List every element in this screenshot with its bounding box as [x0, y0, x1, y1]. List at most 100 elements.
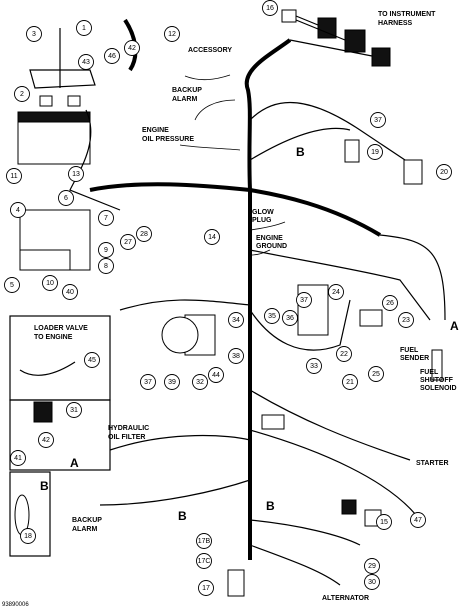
label-glow-plug-line2: PLUG: [252, 217, 272, 224]
label-view-a-inset: A: [70, 456, 79, 470]
callout-number: 17B: [198, 538, 211, 545]
callout-circle: [120, 234, 136, 250]
connector-block-2: [344, 29, 366, 53]
callout-number: 23: [402, 317, 410, 324]
callout-number: 17C: [198, 558, 211, 565]
oil-pressure-sender-19: [344, 139, 360, 163]
callout-number: 42: [128, 45, 136, 52]
callout-c28: 28: [136, 226, 152, 242]
callout-circle: [38, 432, 54, 448]
callout-c19: 19: [367, 144, 383, 160]
callout-c14: 14: [204, 229, 220, 245]
callout-circle: [10, 202, 26, 218]
callout-circle: [140, 374, 156, 390]
callout-number: 37: [144, 379, 152, 386]
callout-number: 28: [140, 231, 148, 238]
callout-c36: 36: [282, 310, 298, 326]
callout-circle: [228, 348, 244, 364]
callout-number: 31: [70, 407, 78, 414]
callout-number: 12: [168, 31, 176, 38]
callout-c41: 41: [10, 450, 26, 466]
callout-number: 2: [20, 91, 24, 98]
callout-c4: 4: [10, 202, 26, 218]
callout-circle: [98, 242, 114, 258]
connector-block-1: [317, 17, 337, 39]
inset-view-a: [9, 399, 111, 471]
label-engine-oil-pressure-line2: OIL PRESSURE: [142, 136, 194, 143]
callout-c37a: 37: [370, 112, 386, 128]
callout-circle: [398, 312, 414, 328]
callout-circle: [306, 358, 322, 374]
callout-c17c: 17C: [196, 553, 212, 569]
callout-c16: 16: [262, 0, 278, 16]
label-engine-oil-pressure-line1: ENGINE: [142, 127, 169, 134]
battery-assembly: [17, 18, 138, 271]
callout-c43: 43: [78, 54, 94, 70]
callout-circle: [98, 258, 114, 274]
callout-circle: [196, 553, 212, 569]
callout-circle: [436, 164, 452, 180]
callout-circle: [282, 310, 298, 326]
label-alternator: ALTERNATOR: [322, 595, 369, 602]
instrument-connectors: [281, 9, 391, 67]
callout-c40: 40: [62, 284, 78, 300]
callout-number: 25: [372, 371, 380, 378]
callout-c42a: 42: [124, 40, 140, 56]
callout-circle: [26, 26, 42, 42]
callout-number: 1: [82, 25, 86, 32]
label-to-instrument-harness-line2: HARNESS: [378, 20, 413, 27]
label-engine-ground-line2: GROUND: [256, 243, 287, 250]
callout-circle: [382, 295, 398, 311]
callout-number: 37: [374, 117, 382, 124]
connector-hydraulic: [261, 414, 285, 430]
label-glow-plug-line1: GLOW: [252, 209, 274, 216]
callout-c3: 3: [26, 26, 42, 42]
callout-circle: [370, 112, 386, 128]
callout-c13: 13: [68, 166, 84, 182]
callout-c37c: 37: [140, 374, 156, 390]
label-fuel-sender-line2: SENDER: [400, 355, 429, 362]
callout-number: 20: [440, 169, 448, 176]
callout-c17b: 17B: [196, 533, 212, 549]
callout-c25: 25: [368, 366, 384, 382]
callout-circle: [20, 528, 36, 544]
callout-number: 24: [332, 289, 340, 296]
callout-circle: [136, 226, 152, 242]
callout-circle: [198, 580, 214, 596]
callout-number: 26: [386, 300, 394, 307]
callout-circle: [364, 558, 380, 574]
sender-20: [403, 159, 423, 185]
callout-number: 40: [66, 289, 74, 296]
callout-circle: [42, 275, 58, 291]
callout-number: 43: [82, 59, 90, 66]
label-fuel-shutoff-line1: FUEL: [420, 369, 439, 376]
callout-number: 38: [232, 353, 240, 360]
inset-view-b: [9, 471, 51, 557]
callout-number: 22: [340, 351, 348, 358]
label-engine-ground-line1: ENGINE: [256, 235, 283, 242]
battery-terminal-neg: [67, 95, 81, 107]
callout-c47: 47: [410, 512, 426, 528]
callout-number: 35: [268, 313, 276, 320]
callout-circle: [204, 229, 220, 245]
callout-number: 39: [168, 379, 176, 386]
callout-circle: [14, 86, 30, 102]
callout-circle: [196, 533, 212, 549]
callout-number: 47: [414, 517, 422, 524]
callout-number: 8: [104, 263, 108, 270]
callout-circle: [208, 367, 224, 383]
callout-number: 13: [72, 171, 80, 178]
callout-number: 7: [104, 215, 108, 222]
callout-c9: 9: [98, 242, 114, 258]
sender-25: [359, 309, 383, 327]
callout-c37b: 37: [296, 292, 312, 308]
callout-number: 36: [286, 315, 294, 322]
label-harness-b-upper: B: [296, 145, 305, 159]
callout-c5: 5: [4, 277, 20, 293]
callout-circle: [84, 352, 100, 368]
label-hydraulic-oil-filter-line1: HYDRAULIC: [108, 425, 149, 432]
callout-number: 21: [346, 379, 354, 386]
callout-number: 41: [14, 455, 22, 462]
callout-circle: [376, 514, 392, 530]
